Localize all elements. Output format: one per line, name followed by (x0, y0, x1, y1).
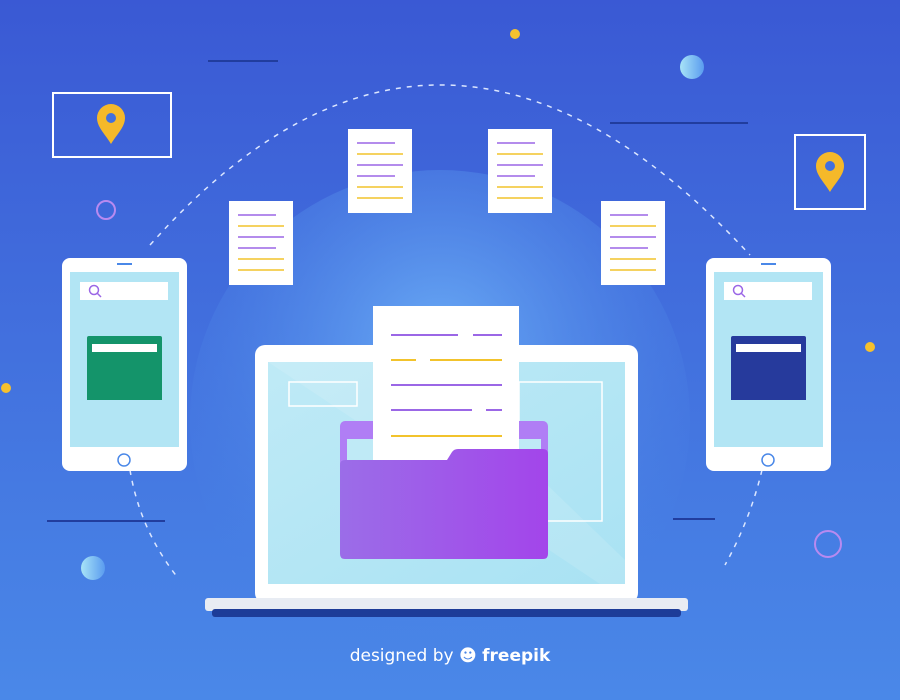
credit-brand: freepik (482, 646, 551, 666)
credit-prefix: designed by (349, 646, 454, 666)
decor-lines (47, 60, 748, 522)
location-frame-right (794, 134, 866, 210)
search-icon (88, 284, 102, 298)
floating-documents (229, 129, 665, 285)
folder-icon (87, 336, 162, 400)
document-icon (373, 306, 519, 462)
laptop-icon (205, 306, 688, 617)
location-pin-icon (816, 152, 844, 192)
attribution: designed by ☻ freepik (0, 646, 900, 666)
location-pin-icon (97, 104, 125, 144)
decor-dots (1, 29, 875, 580)
folder-icon (731, 336, 806, 400)
document-icon (229, 201, 293, 285)
search-icon (732, 284, 746, 298)
document-icon (488, 129, 552, 213)
search-input (724, 282, 812, 300)
document-icon (348, 129, 412, 213)
home-button (761, 453, 775, 467)
search-input (80, 282, 168, 300)
smartphone-left (62, 258, 187, 471)
screen-field (288, 381, 358, 407)
document-icon (601, 201, 665, 285)
dashed-arc (129, 84, 763, 579)
folder-front (340, 449, 548, 559)
smartphone-right (706, 258, 831, 471)
location-frame-left (52, 92, 172, 158)
freepik-logo-icon: ☻ (459, 646, 477, 666)
home-button (117, 453, 131, 467)
